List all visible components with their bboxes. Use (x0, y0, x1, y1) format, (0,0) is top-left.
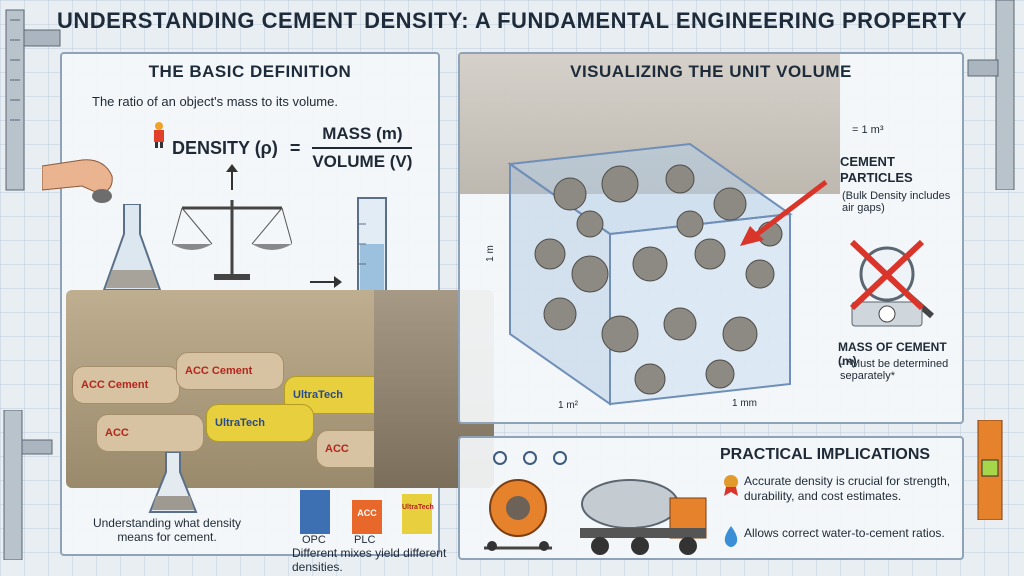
implications-heading: PRACTICAL IMPLICATIONS (720, 446, 931, 463)
balance-scale-icon (172, 200, 292, 280)
cement-bag: ACC Cement (72, 366, 180, 404)
mix-comparison: ACC UltraTech OPC PLC (292, 488, 442, 558)
side-length-label: 1 m (484, 245, 496, 262)
cement-bag: ACC Cement (176, 352, 284, 390)
cement-bags-photo: ACC Cement ACC Cement UltraTech ACC Ultr… (66, 290, 494, 488)
implications-panel: PRACTICAL IMPLICATIONS Accurate density … (458, 436, 964, 560)
visualization-panel: VISUALIZING THE UNIT VOLUME = 1 m³ 1 m 1… (458, 52, 964, 424)
definition-text: The ratio of an object's mass to its vol… (92, 94, 338, 109)
formula-fraction: MASS (m) VOLUME (V) (312, 124, 413, 172)
unit-cube (507, 142, 793, 406)
formula-lhs: DENSITY (ρ) (172, 137, 278, 158)
plc-label: PLC (354, 534, 376, 546)
ultratech-bar: UltraTech (402, 494, 434, 534)
mix-caption: Different mixes yield different densitie… (292, 546, 447, 574)
measuring-cylinder-icon (357, 197, 387, 299)
award-icon (724, 475, 738, 496)
formula-denominator: VOLUME (V) (312, 152, 413, 171)
particles-heading: CEMENT PARTICLES (840, 154, 913, 185)
caliper-icon (3, 410, 53, 560)
flask-icon (102, 204, 162, 291)
acc-badge: ACC (357, 508, 377, 518)
area-label: 1 m² (558, 400, 578, 411)
mass-heading: MASS OF CEMENT (m) (838, 340, 947, 368)
definition-caption: Understanding what density means for cem… (92, 516, 242, 544)
cement-bag: ACC (96, 414, 204, 452)
scale-crossed-icon (849, 239, 934, 327)
definition-panel: THE BASIC DEFINITION The ratio of an obj… (42, 52, 494, 574)
tools-icon (493, 451, 567, 465)
hand-icon (42, 159, 113, 203)
caliper-icon (5, 9, 61, 191)
worker-icon (154, 122, 164, 148)
beaker-icon (148, 452, 198, 513)
page-title: UNDERSTANDING CEMENT DENSITY: A FUNDAMEN… (57, 8, 967, 33)
opc-label: OPC (302, 534, 326, 546)
spirit-level-icon (977, 420, 1003, 520)
cement-mixer-icon (484, 479, 552, 551)
mass-note: - *Must be determined separately* (840, 358, 949, 382)
pointer-arrow-icon (740, 180, 828, 246)
density-formula: DENSITY (ρ) = MASS (m) VOLUME (V) (172, 124, 413, 172)
visualization-heading: VISUALIZING THE UNIT VOLUME (570, 62, 852, 81)
cement-bag: UltraTech (206, 404, 314, 442)
definition-heading: THE BASIC DEFINITION (148, 62, 352, 81)
plc-bar: ACC (352, 500, 382, 534)
water-drop-icon (724, 526, 738, 547)
arrow-icon (310, 276, 342, 288)
caliper-icon (967, 0, 1015, 190)
particles-note: (Bulk Density includes air gaps) (842, 190, 951, 214)
fraction-bar (312, 147, 413, 149)
concrete-truck-icon (580, 479, 707, 555)
formula-numerator: MASS (m) (322, 124, 403, 143)
implication-item: Accurate density is crucial for strength… (744, 474, 951, 503)
ultratech-badge: UltraTech (402, 504, 434, 511)
bottom-length-label: 1 mm (732, 398, 757, 409)
formula-equals: = (289, 137, 301, 158)
volume-note: = 1 m³ (852, 124, 884, 136)
arrow-icon (226, 164, 238, 190)
opc-bar (300, 490, 330, 534)
implication-item: Allows correct water-to-cement ratios. (744, 526, 945, 540)
